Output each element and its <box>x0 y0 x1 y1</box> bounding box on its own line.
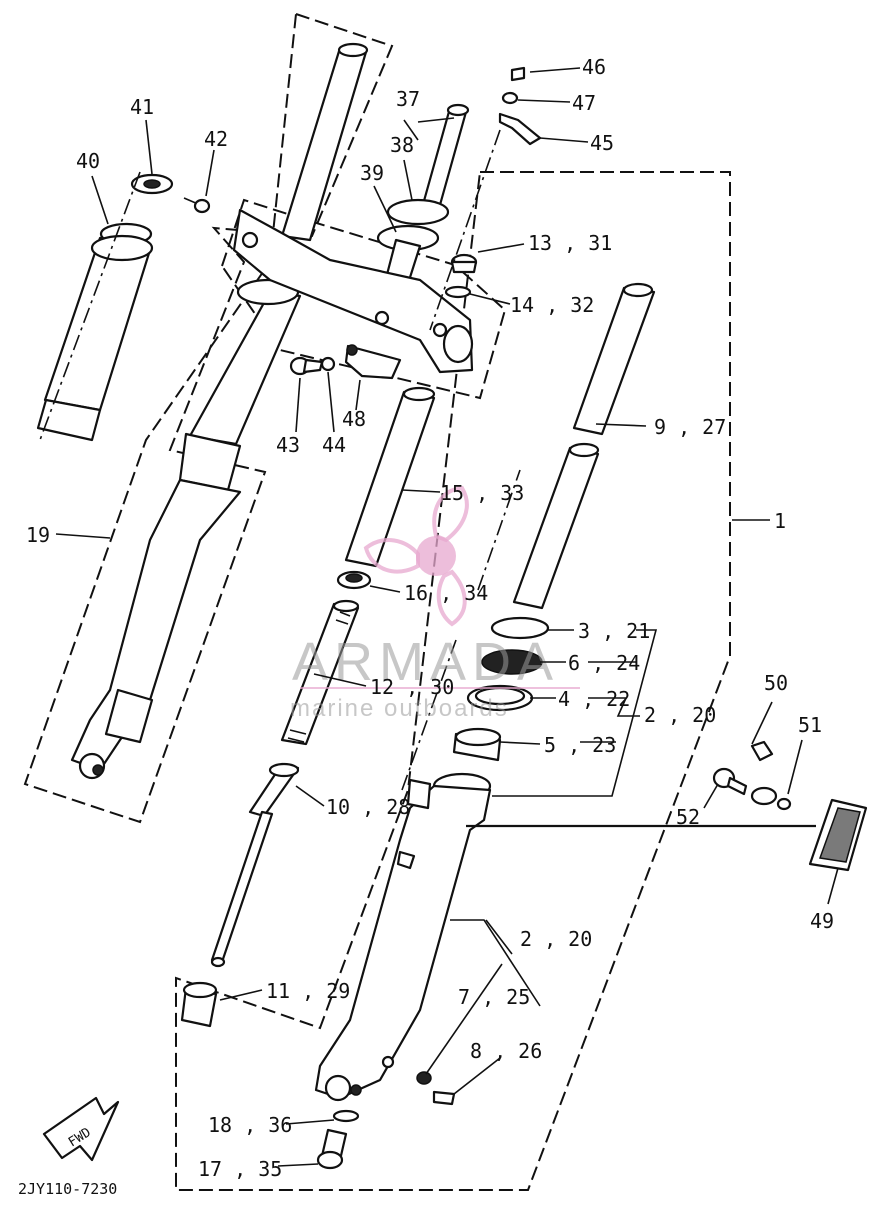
drain-screw-parts <box>316 1071 456 1170</box>
callout-17-35: 17 , 35 <box>198 1157 282 1181</box>
bracket-outline <box>221 198 507 400</box>
callout-4-22: 4 , 22 <box>558 687 630 711</box>
watermark-logo-blade-1 <box>432 485 469 543</box>
callout-50: 50 <box>764 671 788 695</box>
callout-39: 39 <box>360 161 384 185</box>
callout-46: 46 <box>582 55 606 79</box>
damper-rod-part <box>210 762 300 968</box>
callout-11-29: 11 , 29 <box>266 979 350 1003</box>
fork-boot-part <box>36 222 154 442</box>
left-fork-leg-part <box>70 42 369 780</box>
small-bolt-part <box>183 197 211 214</box>
callout-5-23: 5 , 23 <box>544 733 616 757</box>
callout-37: 37 <box>396 87 420 111</box>
leader-lines <box>55 67 839 1167</box>
top-hardware-part <box>429 66 542 331</box>
clamp-hardware-part <box>289 344 402 380</box>
callout-9-27: 9 , 27 <box>654 415 726 439</box>
callout-48: 48 <box>342 407 366 431</box>
callout-49: 49 <box>810 909 834 933</box>
callout-10-28: 10 , 28 <box>326 795 410 819</box>
callout-1: 1 <box>774 509 786 533</box>
callout-3-21: 3 , 21 <box>578 619 650 643</box>
fork-spring-part <box>280 599 360 746</box>
callout-40: 40 <box>76 149 100 173</box>
callout-52: 52 <box>676 805 700 829</box>
callout-38: 38 <box>390 133 414 157</box>
callout-19: 19 <box>26 523 50 547</box>
callout-6-24: 6 , 24 <box>568 651 640 675</box>
watermark: ARMADA marine outboards <box>290 485 580 722</box>
callout-44: 44 <box>322 433 346 457</box>
callout-51: 51 <box>798 713 822 737</box>
callout-7-25: 7 , 25 <box>458 985 530 1009</box>
callout-13-31: 13 , 31 <box>528 231 612 255</box>
callout-42: 42 <box>204 127 228 151</box>
alignment-line-2 <box>401 639 457 791</box>
callout-41: 41 <box>130 95 154 119</box>
taper-spindle-part <box>180 981 218 1028</box>
under-bracket-part <box>232 208 474 374</box>
watermark-logo-blade-2 <box>363 538 420 574</box>
watermark-logo-blade-3 <box>436 569 467 627</box>
diagram-code: 2JY110-7230 <box>18 1180 117 1198</box>
callout-8-26: 8 , 26 <box>470 1039 542 1063</box>
callout-47: 47 <box>572 91 596 115</box>
outer-fork-leg-part <box>314 772 492 1102</box>
watermark-logo-center <box>416 536 456 576</box>
fwd-arrow-icon: FWD <box>42 1096 120 1162</box>
callout-labels: 46 47 45 37 38 39 41 42 40 13 , 31 14 , … <box>26 55 834 1181</box>
watermark-tagline: marine outboards <box>290 695 509 722</box>
callout-16-34: 16 , 34 <box>404 581 488 605</box>
seal-rings-part <box>452 616 550 762</box>
alignment-line-3 <box>477 469 521 591</box>
outer-tube-part <box>512 282 656 610</box>
callout-43: 43 <box>276 433 300 457</box>
cap-bolt-part <box>444 253 478 299</box>
callout-12-30: 12 , 30 <box>370 675 454 699</box>
callout-45: 45 <box>590 131 614 155</box>
watermark-brand: ARMADA <box>292 632 559 692</box>
callout-15-33: 15 , 33 <box>440 481 524 505</box>
main-fork-assembly-outline <box>175 171 731 1191</box>
callout-18-36: 18 , 36 <box>208 1113 292 1137</box>
callout-2-20-upper: 2 , 20 <box>644 703 716 727</box>
alignment-line-1 <box>39 171 141 441</box>
reflector-part <box>466 740 868 872</box>
dust-seal-part <box>130 173 174 195</box>
oil-lock-part <box>336 570 372 590</box>
callout-14-32: 14 , 32 <box>510 293 594 317</box>
callout-2-20-lower: 2 , 20 <box>520 927 592 951</box>
